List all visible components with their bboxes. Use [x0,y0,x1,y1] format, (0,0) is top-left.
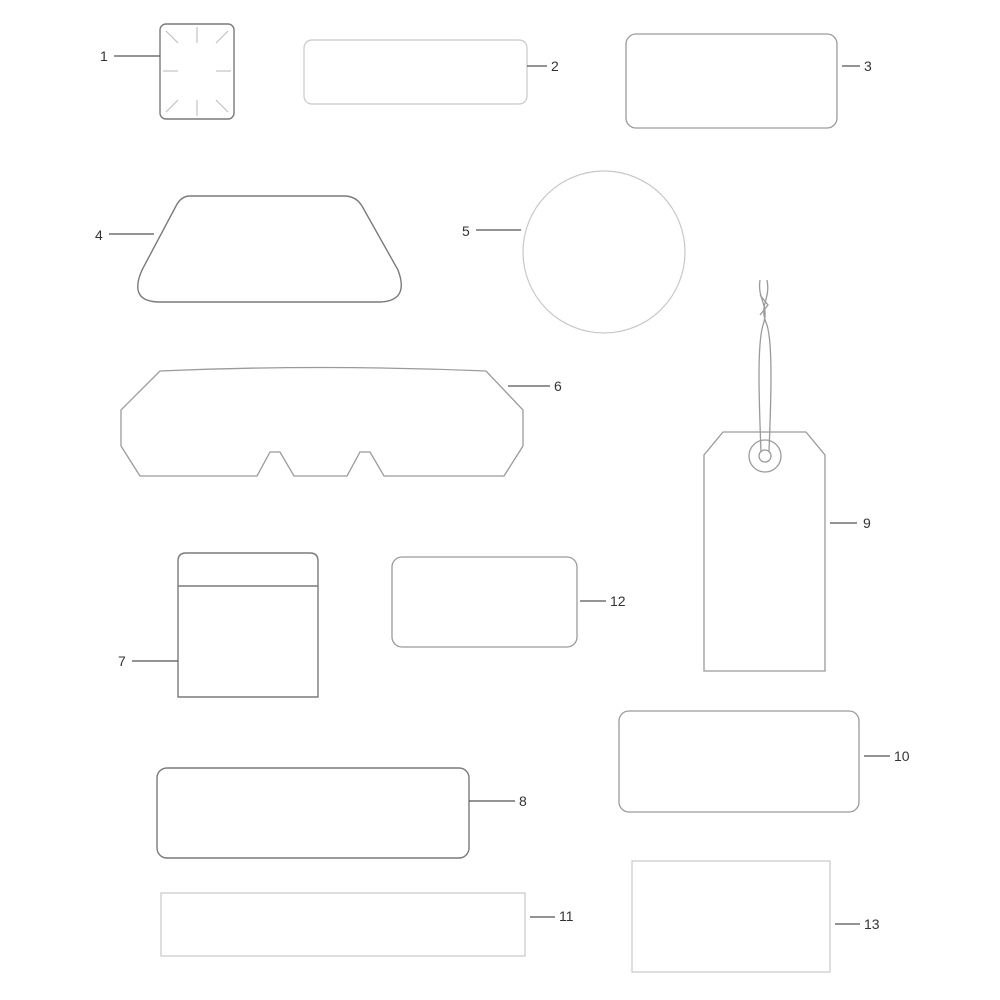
callout-4: 4 [95,227,103,243]
callout-8: 8 [519,793,527,809]
callout-6: 6 [554,378,562,394]
callout-12: 12 [610,593,626,609]
shape-4 [137,195,402,303]
callout-11: 11 [559,908,574,924]
shape-11 [160,892,526,957]
shape-3 [625,33,838,129]
callout-13: 13 [864,916,880,932]
shape-12 [391,556,578,648]
shape-9 [703,279,826,672]
shape-2 [303,39,528,105]
tag-eyelet-icon [748,439,782,473]
callout-3: 3 [864,58,872,74]
callout-10: 10 [894,748,910,764]
callout-7: 7 [118,653,126,669]
callout-2: 2 [551,58,559,74]
shape-13 [631,860,831,973]
shape-10 [618,710,860,813]
shape-6 [120,366,524,477]
crop-marks-icon [163,27,231,116]
shape-7 [177,552,319,698]
shape-1 [159,23,235,120]
tag-string-icon [758,279,772,453]
shape-8 [156,767,470,859]
callout-9: 9 [863,515,871,531]
callout-1: 1 [100,48,108,64]
callout-5: 5 [462,223,470,239]
shape-5 [522,170,686,334]
